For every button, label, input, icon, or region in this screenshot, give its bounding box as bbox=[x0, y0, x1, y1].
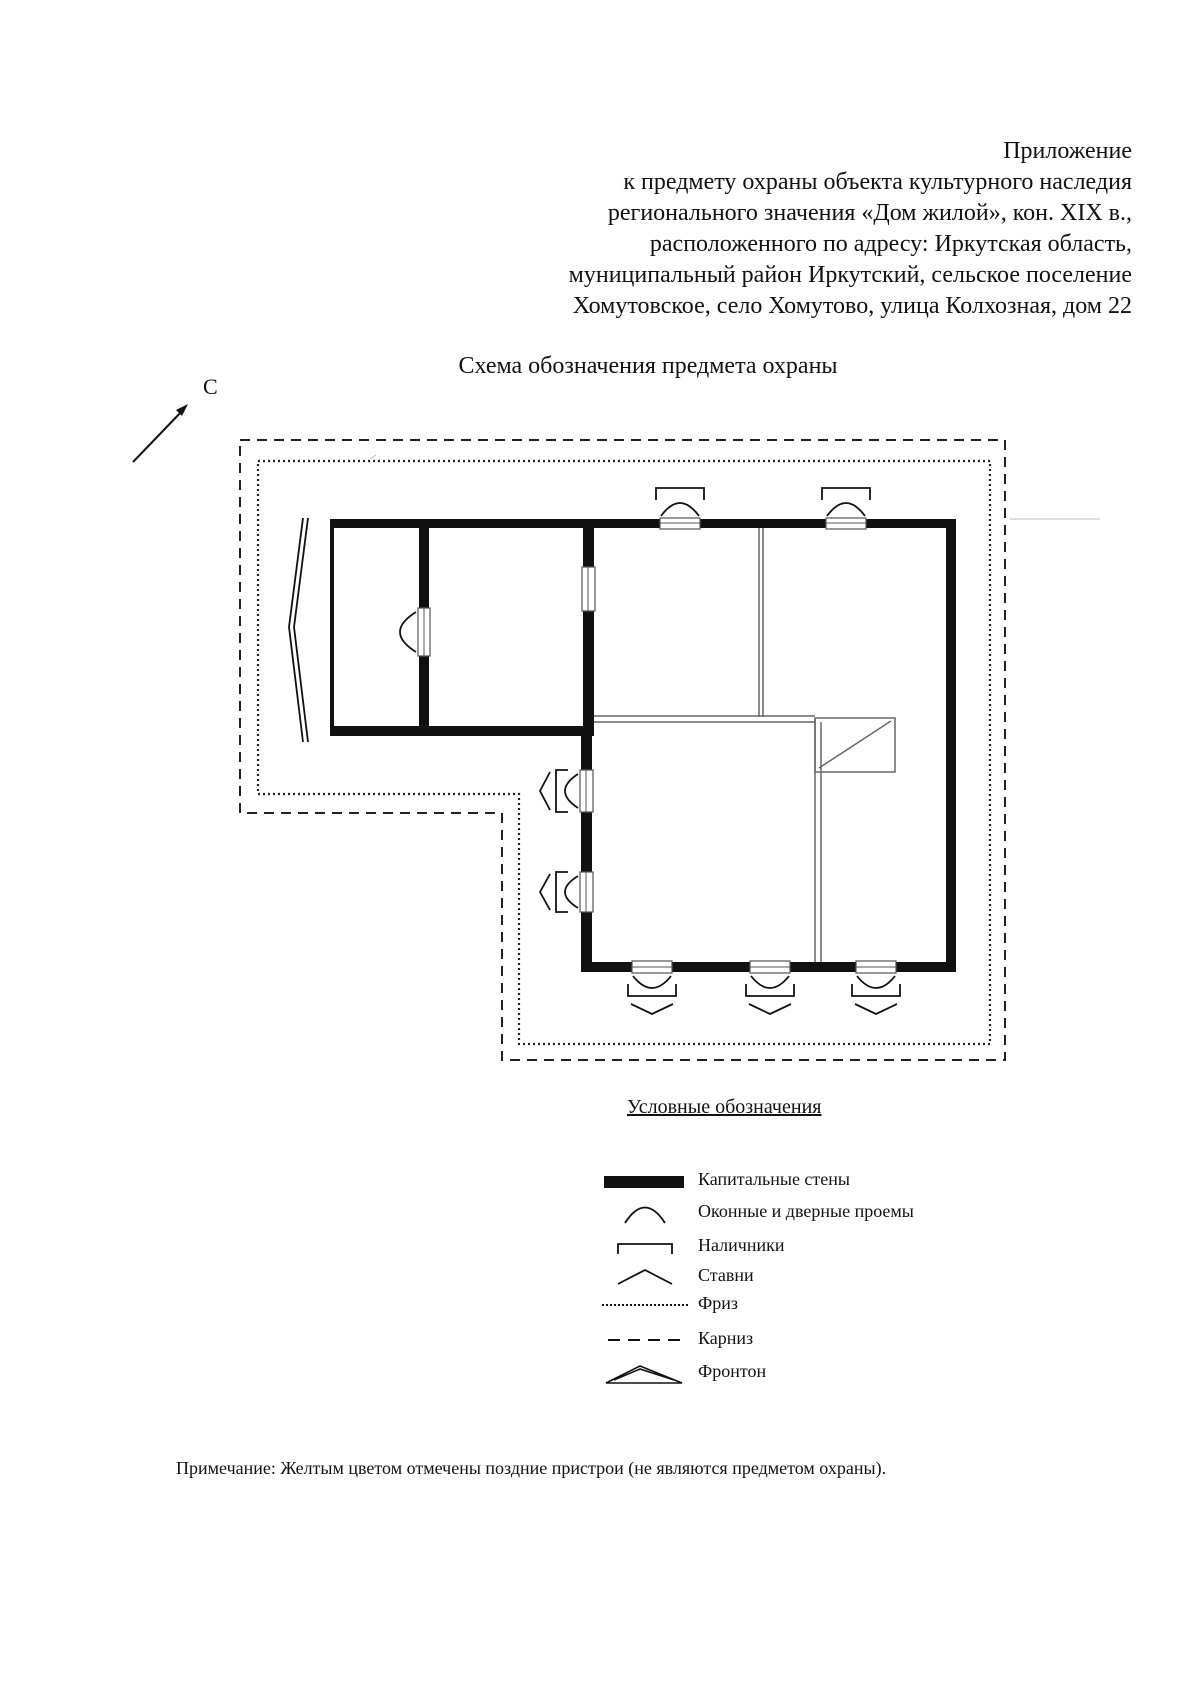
legend-item-shutters: Ставни bbox=[600, 1262, 1020, 1292]
north-label: С bbox=[203, 374, 218, 399]
frieze-outline bbox=[256, 459, 992, 1046]
header-line: Хомутовское, село Хомутово, улица Колхоз… bbox=[572, 293, 1132, 319]
opening-hatch bbox=[423, 522, 896, 968]
legend-item-pediment: Фронтон bbox=[600, 1358, 1020, 1388]
appendix-header: Приложение к предмету охраны объекта кул… bbox=[569, 136, 1132, 322]
cornice-outline bbox=[239, 439, 1006, 1061]
scan-marks bbox=[369, 454, 1100, 520]
legend-item-cornice: Карниз bbox=[600, 1325, 1020, 1355]
header-line: к предмету охраны объекта культурного на… bbox=[623, 169, 1132, 195]
capital-walls bbox=[330, 519, 956, 972]
legend-item-casings: Наличники bbox=[600, 1232, 1020, 1262]
wall-openings bbox=[417, 517, 897, 974]
header-line: регионального значения «Дом жилой», кон.… bbox=[607, 200, 1132, 226]
legend-label: Ставни bbox=[698, 1265, 754, 1285]
legend-label: Фриз bbox=[698, 1293, 738, 1313]
window-symbols bbox=[399, 487, 901, 1015]
scheme-title: Схема обозначения предмета охраны bbox=[458, 353, 838, 379]
legend-label: Наличники bbox=[698, 1235, 785, 1255]
header-line: расположенного по адресу: Иркутская обла… bbox=[649, 231, 1132, 257]
header-line: муниципальный район Иркутский, сельское … bbox=[568, 262, 1132, 288]
note-text: Примечание: Желтым цветом отмечены поздн… bbox=[176, 1458, 887, 1478]
interior-partitions bbox=[592, 527, 896, 963]
legend-item-capital-walls: Капитальные стены bbox=[600, 1166, 1020, 1196]
legend-label: Карниз bbox=[698, 1328, 754, 1348]
legend-label: Оконные и дверные проемы bbox=[698, 1201, 914, 1221]
legend-item-openings: Оконные и дверные проемы bbox=[600, 1198, 1020, 1228]
legend-label: Капитальные стены bbox=[698, 1169, 850, 1189]
pediment-symbol bbox=[288, 517, 309, 743]
legend-title: Условные обозначения bbox=[627, 1096, 822, 1118]
floor-plan bbox=[132, 404, 1100, 1061]
north-arrow-icon bbox=[132, 404, 188, 463]
legend-item-frieze: Фриз bbox=[600, 1290, 1020, 1320]
legend-label: Фронтон bbox=[698, 1361, 767, 1381]
header-line: Приложение bbox=[1003, 138, 1132, 164]
